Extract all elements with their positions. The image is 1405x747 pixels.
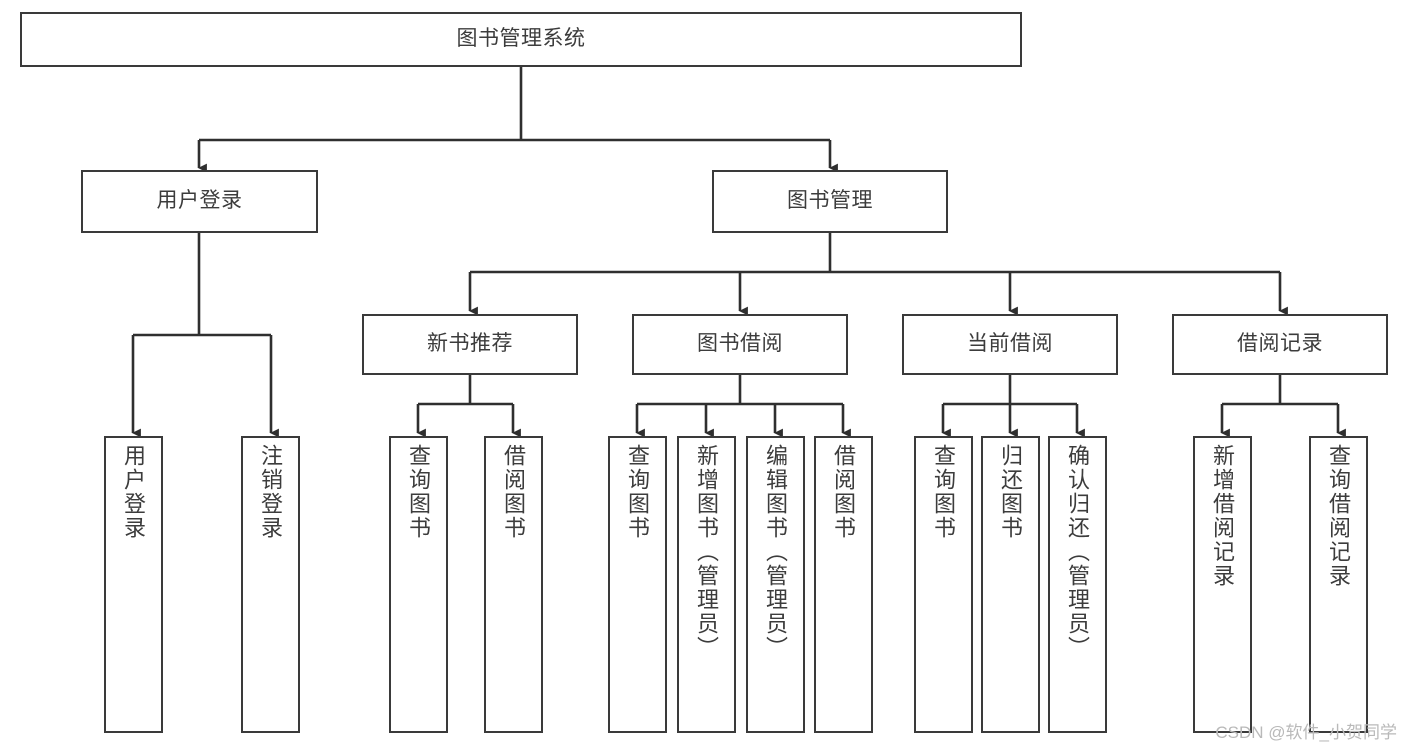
node-leaf-edit-book[interactable]: 编辑图书（管理员） bbox=[746, 436, 805, 733]
node-book-manage-label: 图书管理 bbox=[787, 189, 873, 213]
node-leaf-add-book-label: 新增图书（管理员） bbox=[694, 444, 720, 660]
node-leaf-add-book[interactable]: 新增图书（管理员） bbox=[677, 436, 736, 733]
node-leaf-user-logout[interactable]: 注销登录 bbox=[241, 436, 300, 733]
node-leaf-query-borrow-record-label: 查询借阅记录 bbox=[1326, 444, 1352, 588]
node-borrow-record-label: 借阅记录 bbox=[1237, 332, 1323, 356]
node-leaf-confirm-return-label: 确认归还（管理员） bbox=[1065, 444, 1091, 660]
node-root-label: 图书管理系统 bbox=[456, 27, 586, 51]
node-leaf-query-book-recommend-label: 查询图书 bbox=[406, 444, 432, 540]
node-leaf-borrow-book-label: 借阅图书 bbox=[831, 444, 857, 540]
node-leaf-user-login-label: 用户登录 bbox=[121, 444, 147, 540]
node-leaf-query-book-recommend[interactable]: 查询图书 bbox=[389, 436, 448, 733]
node-leaf-query-book-current-label: 查询图书 bbox=[931, 444, 957, 540]
node-book-borrow-label: 图书借阅 bbox=[697, 332, 783, 356]
node-current-borrow[interactable]: 当前借阅 bbox=[902, 314, 1118, 375]
node-leaf-user-login[interactable]: 用户登录 bbox=[104, 436, 163, 733]
node-leaf-borrow-book-recommend-label: 借阅图书 bbox=[501, 444, 527, 540]
node-new-book-recommend[interactable]: 新书推荐 bbox=[362, 314, 578, 375]
watermark-text: CSDN @软件_小贺同学 bbox=[1215, 723, 1397, 742]
node-leaf-add-borrow-record[interactable]: 新增借阅记录 bbox=[1193, 436, 1252, 733]
node-borrow-record[interactable]: 借阅记录 bbox=[1172, 314, 1388, 375]
node-leaf-user-logout-label: 注销登录 bbox=[258, 444, 284, 540]
node-root[interactable]: 图书管理系统 bbox=[20, 12, 1022, 67]
node-leaf-query-book-current[interactable]: 查询图书 bbox=[914, 436, 973, 733]
node-leaf-edit-book-label: 编辑图书（管理员） bbox=[763, 444, 789, 660]
node-user-login[interactable]: 用户登录 bbox=[81, 170, 318, 233]
node-current-borrow-label: 当前借阅 bbox=[967, 332, 1053, 356]
node-new-book-recommend-label: 新书推荐 bbox=[427, 332, 513, 356]
node-leaf-borrow-book[interactable]: 借阅图书 bbox=[814, 436, 873, 733]
node-leaf-return-book-label: 归还图书 bbox=[998, 444, 1024, 540]
node-leaf-add-borrow-record-label: 新增借阅记录 bbox=[1210, 444, 1236, 588]
node-book-manage[interactable]: 图书管理 bbox=[712, 170, 948, 233]
node-leaf-borrow-book-recommend[interactable]: 借阅图书 bbox=[484, 436, 543, 733]
node-leaf-return-book[interactable]: 归还图书 bbox=[981, 436, 1040, 733]
node-leaf-query-book-borrow-label: 查询图书 bbox=[625, 444, 651, 540]
node-leaf-confirm-return[interactable]: 确认归还（管理员） bbox=[1048, 436, 1107, 733]
node-leaf-query-borrow-record[interactable]: 查询借阅记录 bbox=[1309, 436, 1368, 733]
node-leaf-query-book-borrow[interactable]: 查询图书 bbox=[608, 436, 667, 733]
node-user-login-label: 用户登录 bbox=[156, 189, 243, 213]
node-book-borrow[interactable]: 图书借阅 bbox=[632, 314, 848, 375]
